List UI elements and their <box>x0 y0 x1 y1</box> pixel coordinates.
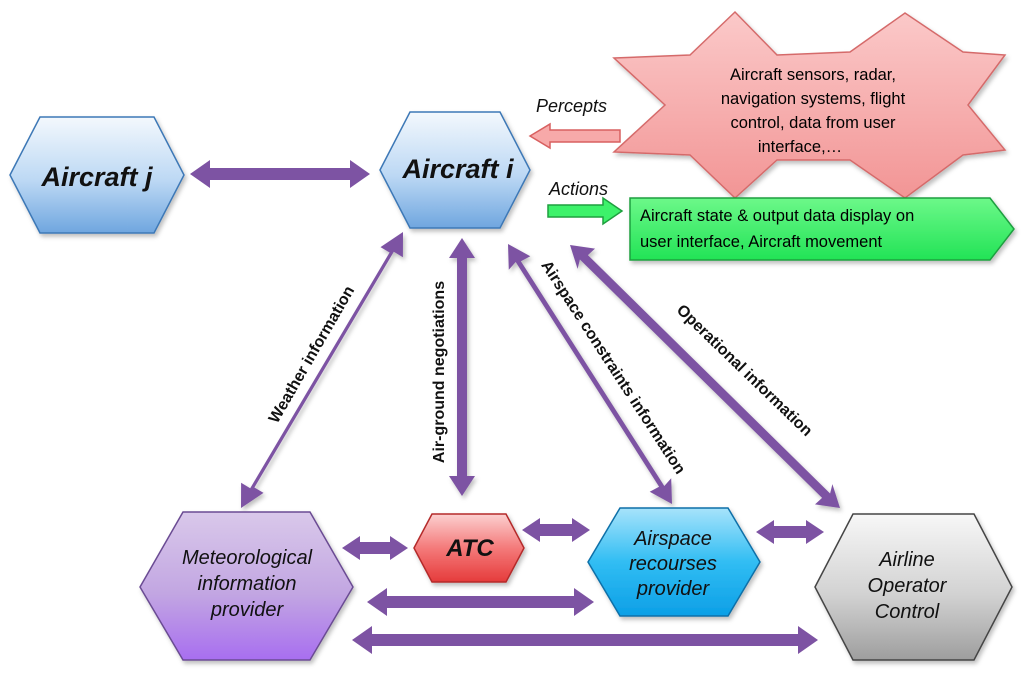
airspace-line-3: provider <box>636 578 711 600</box>
aircraft-j-label: Aircraft j <box>40 162 153 192</box>
arrow-airspace-airline <box>756 520 824 544</box>
arrow-percepts <box>528 122 621 150</box>
output-line-2: user interface, Aircraft movement <box>640 233 883 251</box>
node-airline-operator: Airline Operator Control <box>814 513 1013 661</box>
arrow-met-airspace <box>367 588 594 616</box>
label-actions: Actions <box>548 179 608 199</box>
airline-line-3: Control <box>875 601 940 623</box>
node-atc: ATC <box>413 513 525 583</box>
airline-line-2: Operator <box>868 575 948 597</box>
arrow-met-atc <box>342 536 408 560</box>
arrow-air-ground <box>449 238 475 496</box>
met-line-1: Meteorological <box>182 547 313 569</box>
connection-arrows <box>190 122 840 654</box>
arrow-actions <box>547 196 624 226</box>
sensors-line-4: interface,… <box>758 138 842 156</box>
arrow-airspace-constraints <box>508 244 672 504</box>
airspace-line-1: Airspace <box>633 528 712 550</box>
output-box-shape <box>629 197 1015 261</box>
arrow-operational <box>570 245 840 508</box>
aircraft-i-hexagon <box>379 111 531 229</box>
met-line-2: information <box>198 573 297 595</box>
arrow-atc-airspace <box>522 518 590 542</box>
label-air-ground: Air-ground negotiations <box>431 281 448 463</box>
atc-hexagon <box>413 513 525 583</box>
sensors-line-1: Aircraft sensors, radar, <box>730 66 896 84</box>
sensors-line-3: control, data from user <box>730 114 896 132</box>
airline-line-1: Airline <box>878 549 935 571</box>
atc-label: ATC <box>445 535 494 562</box>
node-meteorological: Meteorological information provider <box>139 511 354 661</box>
airspace-line-2: recourses <box>629 553 717 575</box>
arrow-weather <box>241 232 403 508</box>
output-box: Aircraft state & output data display on … <box>629 197 1015 261</box>
node-aircraft-i: Aircraft i <box>379 111 531 229</box>
output-line-1: Aircraft state & output data display on <box>640 207 914 225</box>
label-percepts: Percepts <box>536 96 607 116</box>
arrow-met-airline <box>352 626 818 654</box>
aircraft-j-hexagon <box>9 116 185 234</box>
label-weather: Weather information <box>266 283 358 426</box>
airline-hexagon <box>814 513 1013 661</box>
met-line-3: provider <box>210 599 285 621</box>
sensors-star-shape <box>612 10 1007 200</box>
airspace-hexagon <box>587 507 761 617</box>
arrow-aircraftj-aircrafti <box>190 160 370 188</box>
met-hexagon <box>139 511 354 661</box>
node-aircraft-j: Aircraft j <box>9 116 185 234</box>
sensors-box: Aircraft sensors, radar, navigation syst… <box>612 10 1007 200</box>
aircraft-i-label: Aircraft i <box>401 154 514 184</box>
sensors-line-2: navigation systems, flight <box>721 90 906 108</box>
node-airspace-provider: Airspace recourses provider <box>587 507 761 617</box>
